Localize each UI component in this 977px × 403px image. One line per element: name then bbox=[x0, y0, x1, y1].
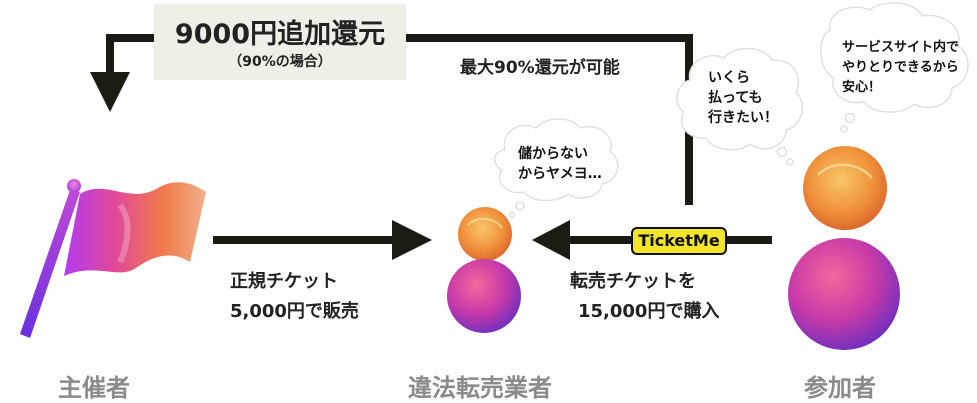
scalper-bubble-line1: 儲からない bbox=[518, 146, 588, 162]
refund-arrowhead bbox=[90, 72, 130, 112]
participant-price-bubble-line3: 行きたい！ bbox=[708, 110, 778, 126]
organizer-sale-label-line1: 正規チケット bbox=[230, 271, 338, 292]
organizer-flag-icon bbox=[20, 179, 206, 338]
participant-price-bubble-line1: いくら bbox=[708, 70, 750, 86]
role-organizer: 主催者 bbox=[58, 374, 130, 402]
participant-safe-bubble-line3: 安心！ bbox=[842, 80, 882, 95]
participant-safe-bubble-line1: サービスサイト内で bbox=[842, 40, 960, 55]
ticketme-badge: TicketMe bbox=[631, 227, 727, 255]
participant-figure-icon bbox=[788, 146, 900, 350]
scalper-bubble-line2: からヤメヨ… bbox=[518, 166, 602, 182]
organizer-sale-label-line2: 5,000円で販売 bbox=[230, 301, 359, 322]
participant-safe-thought-bubble bbox=[819, 2, 969, 133]
participant-price-bubble-line2: 払っても bbox=[708, 90, 763, 106]
refund-title: 9000円追加還元 bbox=[174, 19, 386, 50]
refund-subtitle: （90%の場合） bbox=[228, 54, 332, 70]
role-scalper: 違法転売業者 bbox=[408, 374, 552, 402]
participant-purchase-label-line1: 転売チケットを bbox=[570, 271, 696, 292]
scalper-figure-icon bbox=[447, 207, 521, 333]
refund-box: 9000円追加還元 （90%の場合） bbox=[154, 4, 406, 80]
participant-purchase-label-line2: 15,000円で購入 bbox=[578, 301, 720, 322]
participant-safe-bubble-line2: やりとりできるから bbox=[842, 60, 959, 75]
participant-to-scalper-arrowhead bbox=[532, 220, 570, 260]
max-refund-label: 最大90%還元が可能 bbox=[460, 58, 620, 78]
participant-price-thought-bubble bbox=[676, 47, 804, 166]
role-participant: 参加者 bbox=[804, 374, 876, 402]
organizer-to-scalper-arrowhead bbox=[392, 220, 432, 260]
scalper-thought-bubble bbox=[494, 118, 619, 219]
